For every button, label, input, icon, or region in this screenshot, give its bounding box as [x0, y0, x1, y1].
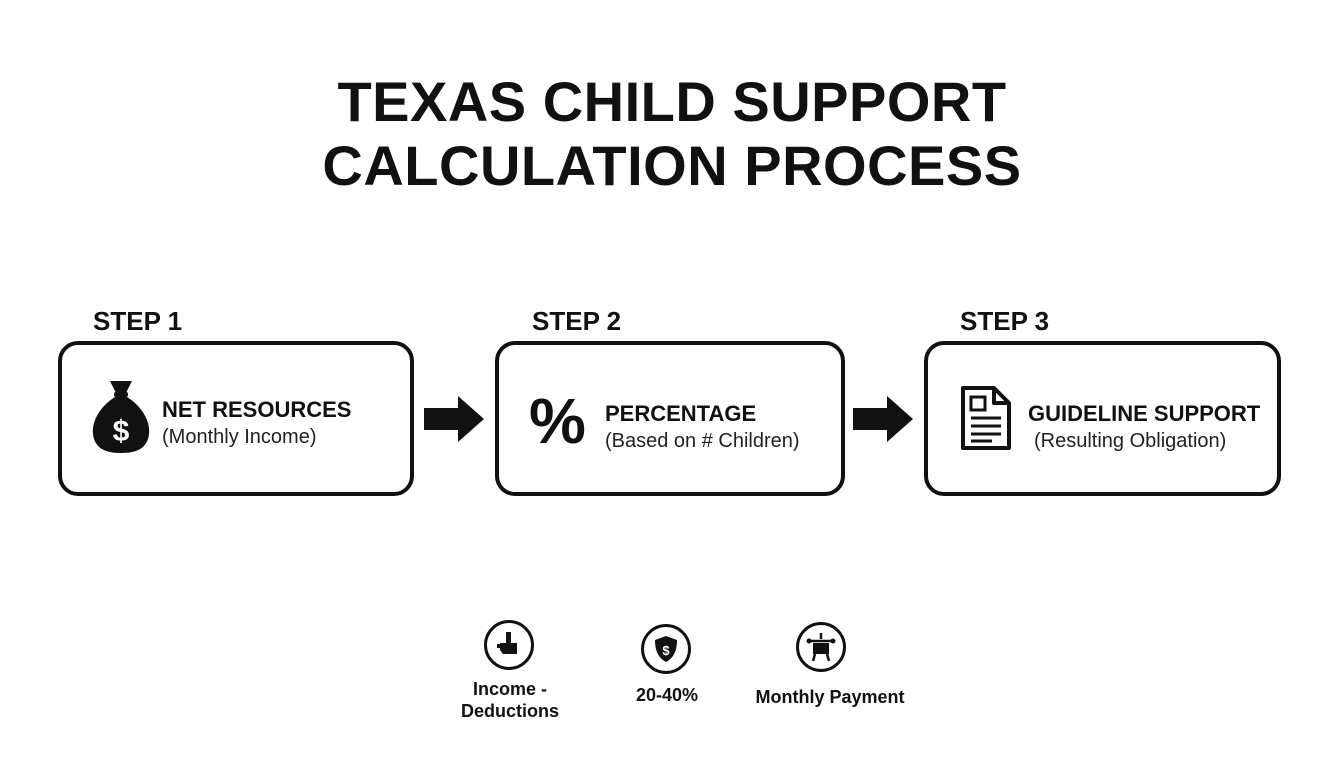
arrow-right-icon	[853, 394, 915, 449]
step-2-subtitle: (Based on # Children)	[605, 430, 800, 452]
step-2-title: PERCENTAGE	[605, 401, 757, 426]
page-title: TEXAS CHILD SUPPORT CALCULATION PROCESS	[0, 70, 1344, 198]
hand-icon	[484, 620, 534, 670]
svg-text:$: $	[113, 415, 130, 448]
money-bag-icon: $	[90, 375, 152, 460]
footer-label-2: 20-40%	[635, 685, 699, 705]
title-line-1: TEXAS CHILD SUPPORT	[337, 70, 1007, 133]
calendar-payment-icon	[796, 622, 846, 672]
dollar-shield-icon: $	[641, 624, 691, 674]
step-1-title: NET RESOURCES	[162, 397, 352, 422]
footer-label-3: Monthly Payment	[755, 687, 905, 707]
document-icon	[960, 385, 1012, 456]
arrow-right-icon	[424, 394, 486, 449]
footer-label-1-line-2: Deductions	[460, 701, 559, 721]
step-3-subtitle: (Resulting Obligation)	[1034, 430, 1227, 452]
footer-label-1: Income - Deductions	[440, 678, 580, 722]
percent-icon: %	[529, 385, 586, 457]
title-line-2: CALCULATION PROCESS	[322, 134, 1022, 197]
step-1-subtitle: (Monthly Income)	[162, 426, 317, 448]
step-1-box: $ NET RESOURCES (Monthly Income)	[58, 341, 414, 496]
step-3-title: GUIDELINE SUPPORT	[1028, 401, 1261, 426]
step-2-box: % PERCENTAGE (Based on # Children)	[495, 341, 845, 496]
svg-text:$: $	[662, 643, 670, 658]
step-3-label: STEP 3	[960, 306, 1050, 336]
step-3-box: GUIDELINE SUPPORT (Resulting Obligation)	[924, 341, 1281, 496]
step-2-label: STEP 2	[532, 306, 622, 336]
footer-label-1-line-1: Income -	[472, 679, 547, 699]
step-1-label: STEP 1	[93, 306, 183, 336]
